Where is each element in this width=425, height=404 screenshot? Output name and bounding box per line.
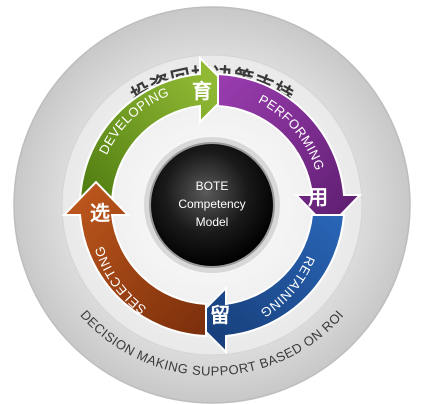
- center-badge: BOTE Competency Model: [144, 137, 280, 273]
- center-line-1: BOTE: [196, 179, 229, 193]
- segment-glyph-retaining: 留: [210, 303, 230, 327]
- center-line-2: Competency: [178, 197, 245, 211]
- center-line-3: Model: [196, 215, 229, 229]
- segment-glyph-performing: 用: [308, 185, 328, 209]
- segment-glyph-selecting: 选: [90, 201, 110, 225]
- segment-glyph-developing: 育: [192, 79, 212, 103]
